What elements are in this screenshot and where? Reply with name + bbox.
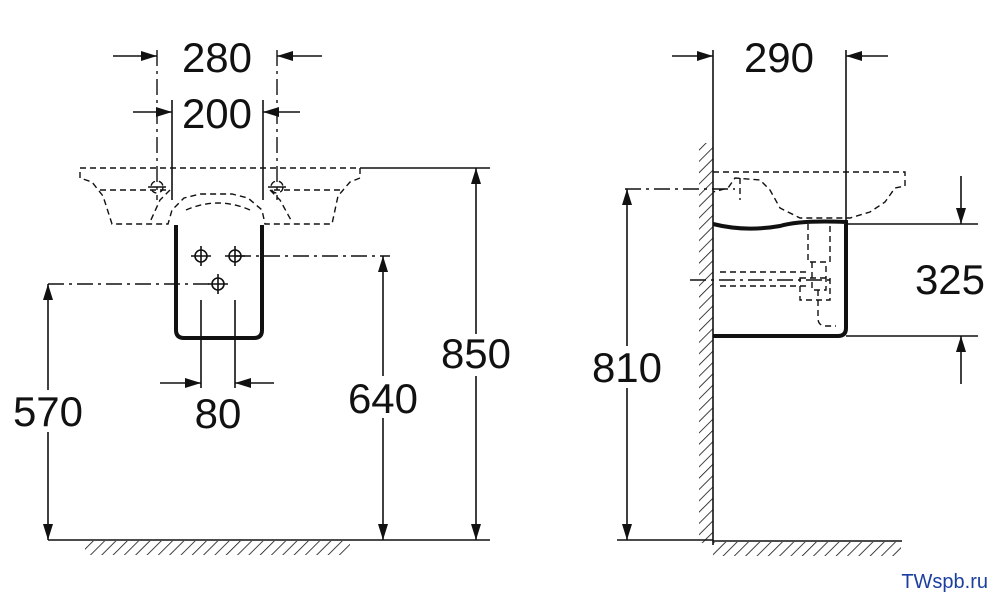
dimension-label-200: 200 — [182, 90, 252, 137]
dimension-label-325: 325 — [915, 256, 985, 303]
dimension-label-290: 290 — [744, 34, 814, 81]
dimension-label-570: 570 — [13, 388, 83, 435]
side-view: 290 325 810 — [586, 34, 985, 556]
dimension-325: 325 — [846, 176, 985, 384]
pedestal-front — [174, 225, 264, 340]
basin-outline-front — [79, 167, 361, 225]
wall-hatch — [699, 50, 714, 545]
watermark-text: TWspb.ru — [901, 571, 988, 593]
fixing-hole-icon — [191, 246, 211, 266]
floor-hatch-front — [48, 539, 360, 555]
dimension-label-80: 80 — [195, 390, 242, 437]
fixing-hole-icon — [208, 274, 228, 294]
front-view: 280 200 80 570 — [8, 34, 516, 555]
pedestal-side — [712, 219, 848, 338]
dimension-850: 850 — [360, 167, 516, 541]
dimension-label-810: 810 — [592, 344, 662, 391]
dimension-80: 80 — [160, 378, 274, 437]
fixing-holes-front — [191, 246, 245, 294]
dimension-290: 290 — [672, 34, 888, 222]
dimension-label-640: 640 — [348, 375, 418, 422]
basin-outline-side — [712, 171, 906, 327]
dimension-640: 640 — [344, 256, 424, 540]
dimension-label-850: 850 — [441, 330, 511, 377]
dimension-200: 200 — [133, 90, 300, 137]
floor-hatch-side — [713, 540, 902, 556]
dimension-280: 280 — [113, 34, 322, 81]
dimension-570: 570 — [8, 284, 88, 540]
dimension-810: 810 — [586, 189, 713, 541]
dimension-label-280: 280 — [182, 34, 252, 81]
